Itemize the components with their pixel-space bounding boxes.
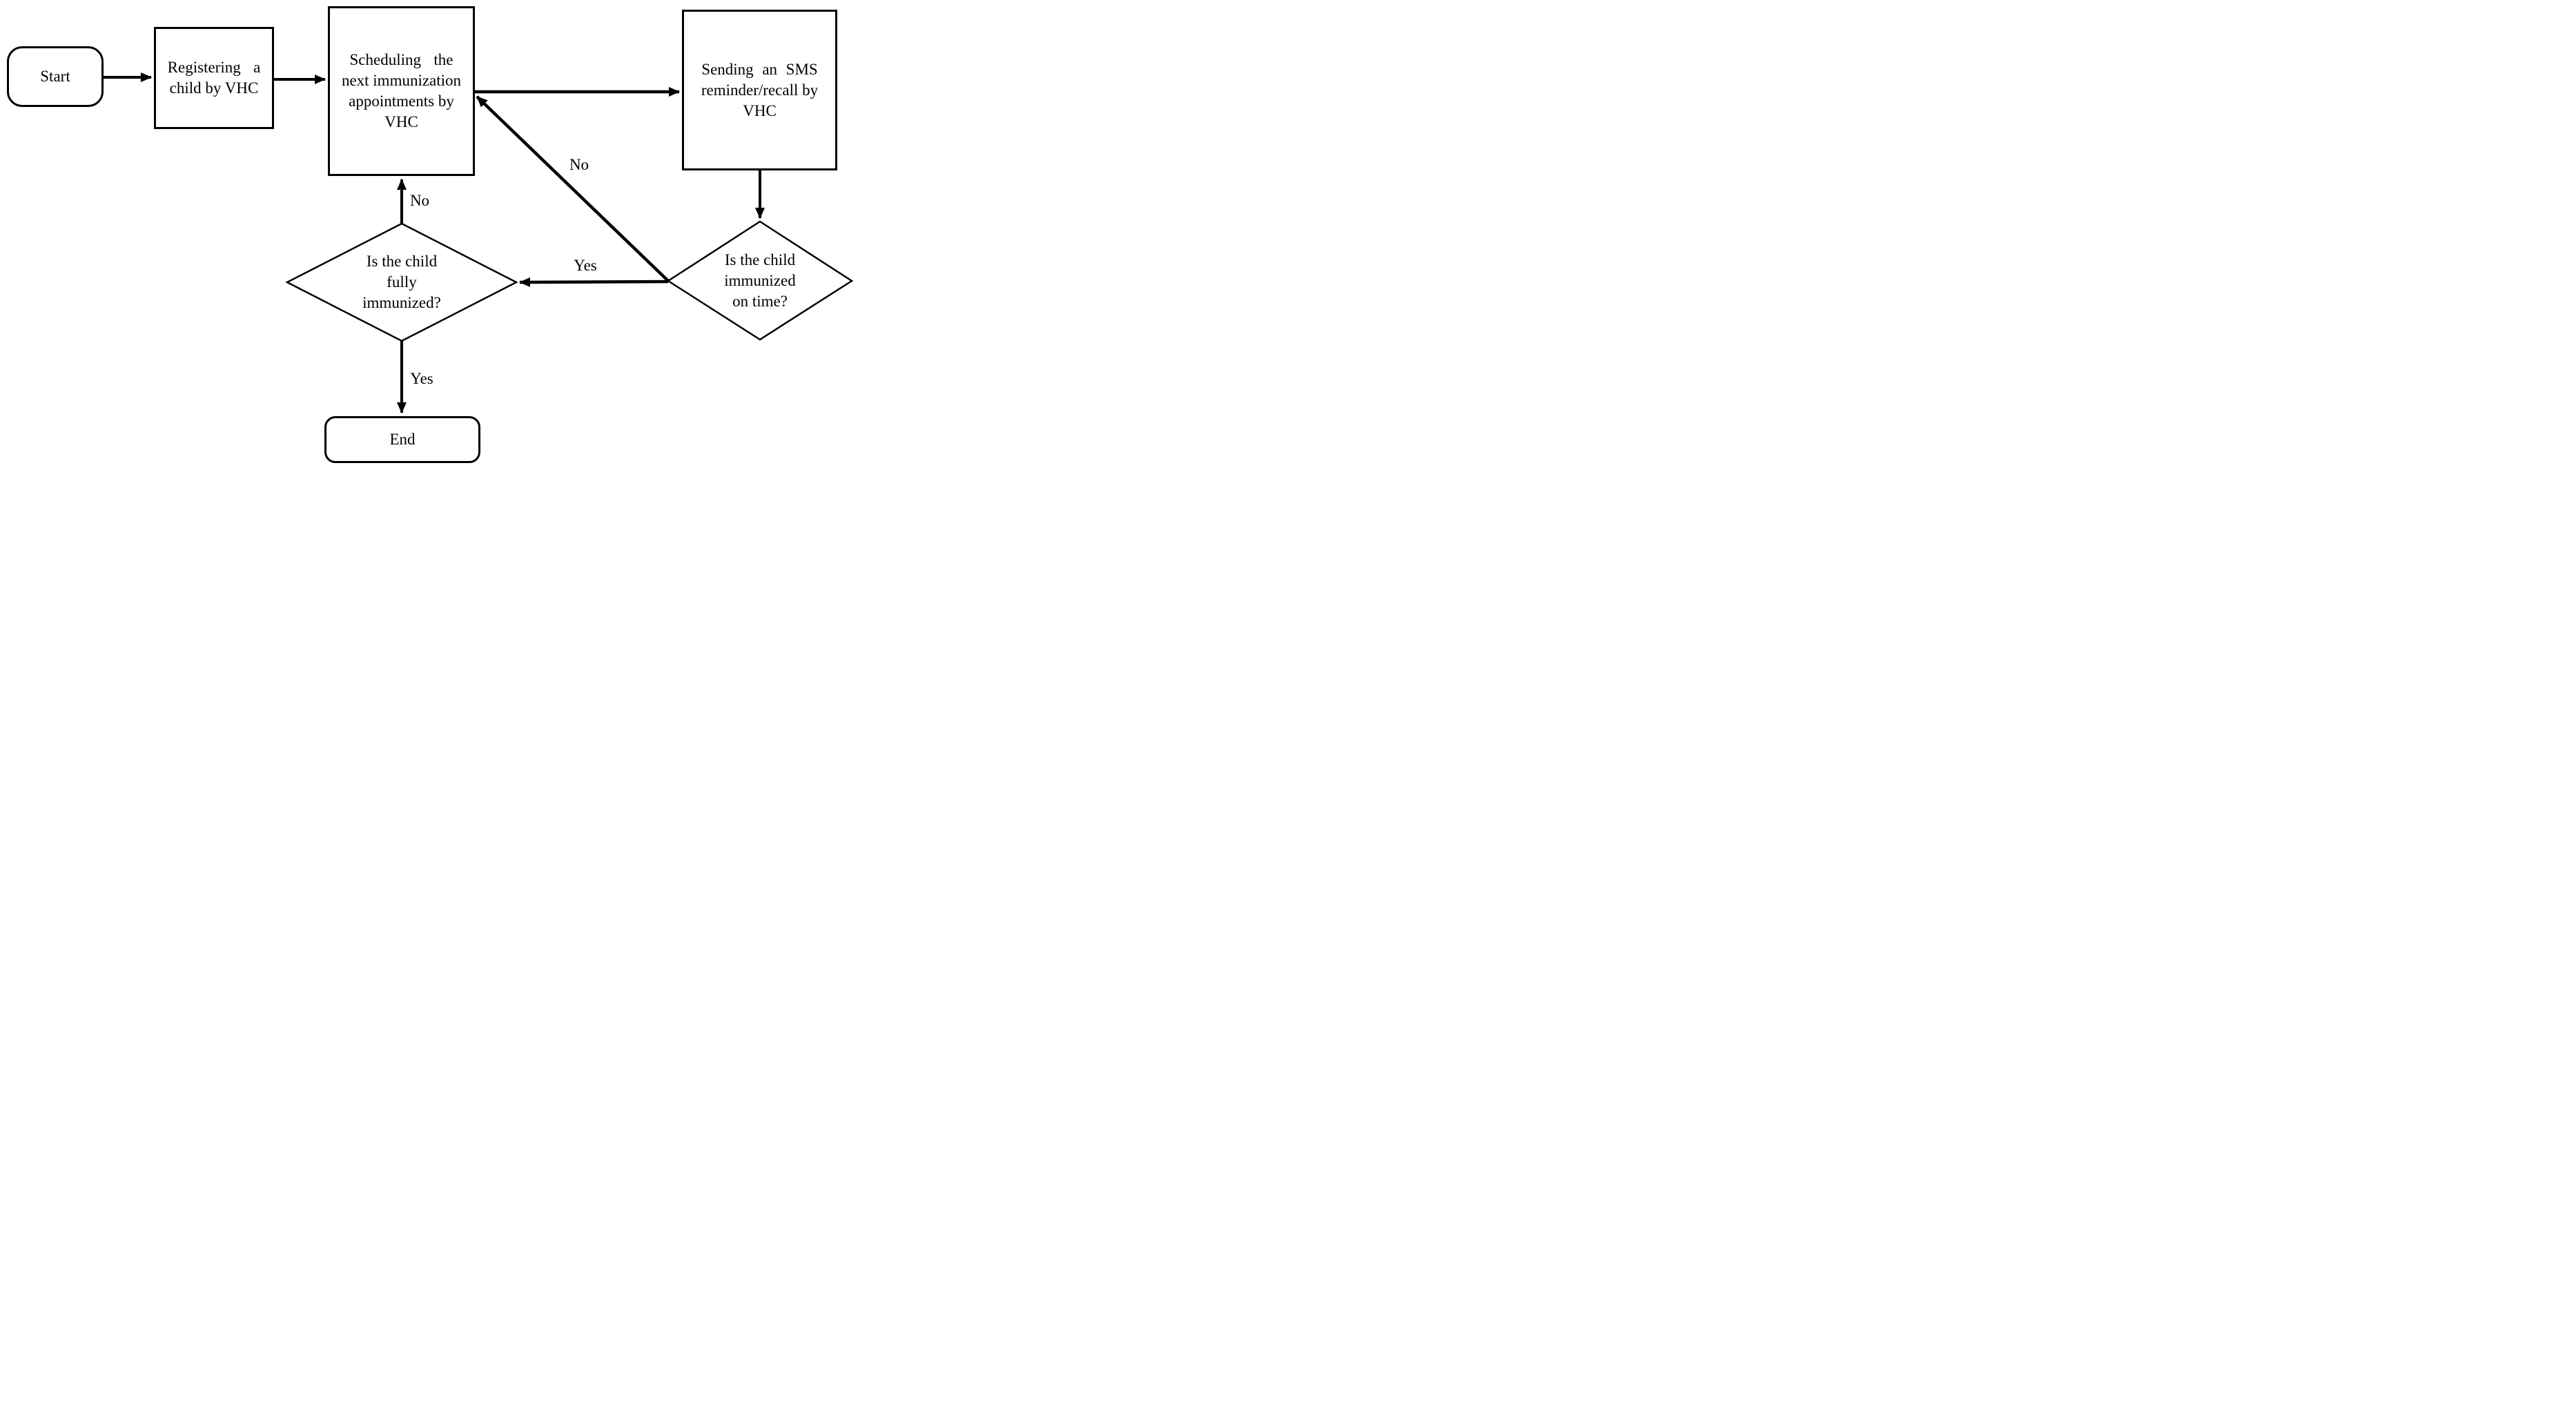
on-time-no-label: No: [569, 156, 589, 173]
edge-decision-on-time-no-to-schedule: [476, 95, 670, 282]
schedule-appointments-line: Scheduling the: [349, 51, 453, 68]
flowchart-canvas: Start Registering a child by VHC Schedul…: [0, 0, 859, 471]
decision-fully-diamond: [285, 222, 518, 342]
flowchart-wires-layer: [104, 72, 854, 413]
end-node: End: [324, 416, 480, 463]
schedule-appointments-line: next immunization: [341, 72, 462, 89]
send-sms-line: reminder/recall by: [701, 81, 819, 99]
start-node: Start: [7, 46, 104, 107]
send-sms-line: VHC: [743, 101, 777, 119]
register-child-node: Registering a child by VHC: [154, 27, 274, 129]
decision-on-time-diamond: [666, 220, 854, 341]
send-sms-node: Sending an SMS reminder/recall by VHC: [682, 10, 837, 170]
on-time-yes-label: Yes: [574, 257, 597, 274]
register-child-line: child by VHC: [169, 79, 259, 97]
send-sms-line: Sending an SMS: [701, 60, 818, 78]
fully-no-label: No: [409, 192, 430, 209]
schedule-appointments-line: VHC: [384, 113, 418, 130]
schedule-appointments-node: Scheduling the next immunization appoint…: [328, 6, 475, 176]
schedule-appointments-line: appointments by: [349, 92, 454, 110]
fully-yes-label: Yes: [410, 370, 433, 387]
register-child-line: Registering a: [167, 59, 261, 76]
start-node-label: Start: [40, 68, 70, 85]
end-node-label: End: [389, 431, 416, 448]
